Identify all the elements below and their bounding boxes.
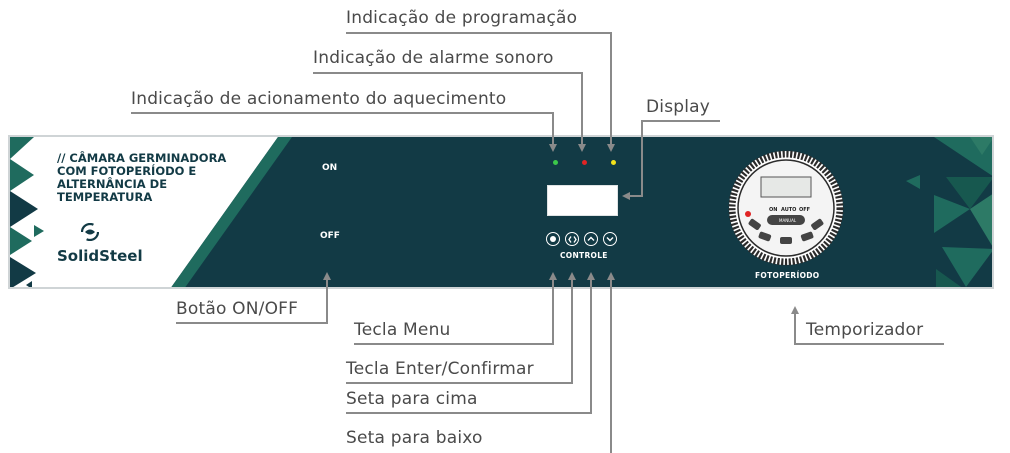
panel-right-pattern xyxy=(906,137,992,287)
callout-display: Display xyxy=(646,97,711,117)
circle-dot-icon xyxy=(550,236,556,242)
down-button[interactable] xyxy=(603,232,617,246)
controls-label: CONTROLE xyxy=(560,251,608,260)
enter-button[interactable] xyxy=(565,232,579,246)
callout-seta-baixo: Seta para baixo xyxy=(346,428,483,448)
panel-title: // CÂMARA GERMINADORA COM FOTOPERÍODO E … xyxy=(57,151,227,204)
chevron-up-icon xyxy=(587,236,595,241)
callout-aquecimento: Indicação de acionamento do aquecimento xyxy=(131,89,507,109)
brand-name: SolidSteel xyxy=(57,247,143,265)
chevron-down-icon xyxy=(606,237,614,242)
led-heating xyxy=(553,160,558,165)
control-panel: // CÂMARA GERMINADORA COM FOTOPERÍODO E … xyxy=(8,135,994,289)
panel-label-area xyxy=(10,137,292,287)
timer-manual-label: MANUAL xyxy=(779,218,797,223)
switch-off-label[interactable]: OFF xyxy=(320,231,340,241)
solidsteel-logo-icon xyxy=(81,223,99,241)
callout-programacao: Indicação de programação xyxy=(346,8,578,28)
switch-on-label[interactable]: ON xyxy=(322,163,338,173)
callout-tecla-enter: Tecla Enter/Confirmar xyxy=(346,359,534,379)
menu-button[interactable] xyxy=(546,232,560,246)
timer-mode-on: ON xyxy=(769,207,777,213)
controller-display xyxy=(547,185,618,216)
timer-mode-auto: AUTO xyxy=(781,207,796,213)
led-alarm xyxy=(582,160,587,165)
callout-seta-cima: Seta para cima xyxy=(346,389,478,409)
up-button[interactable] xyxy=(584,232,598,246)
enter-arrows-icon xyxy=(567,235,577,243)
callout-temporizador: Temporizador xyxy=(806,320,924,340)
timer-mode-off: OFF xyxy=(799,207,810,213)
callout-tecla-menu: Tecla Menu xyxy=(354,320,451,340)
timer-dial[interactable]: ON AUTO OFF MANUAL xyxy=(727,149,845,267)
timer-label: FOTOPERÍODO xyxy=(755,271,820,280)
led-program xyxy=(611,160,616,165)
callout-botao-on-off: Botão ON/OFF xyxy=(176,299,299,319)
callout-alarme: Indicação de alarme sonoro xyxy=(313,48,554,68)
